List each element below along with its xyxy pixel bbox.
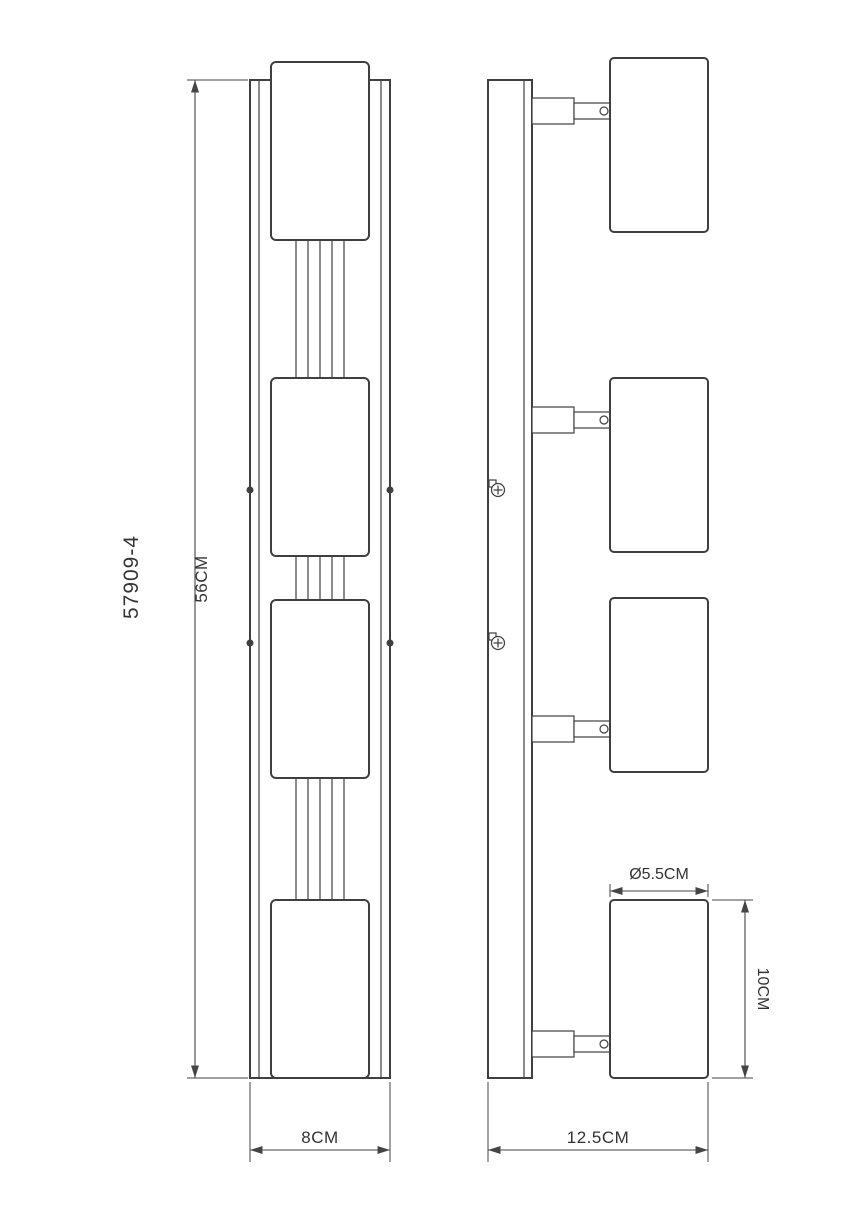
head-length-label: 10CM (754, 968, 771, 1011)
spot-head-side-3 (609, 597, 709, 773)
dimension-height: 56CM (187, 79, 248, 1079)
mounting-screw-icon (488, 479, 506, 498)
model-number-label: 57909-4 (120, 535, 143, 619)
dimension-head-diameter: Ø5.5CM (609, 866, 709, 897)
spot-head-front-3 (270, 599, 370, 779)
spot-arm-4 (531, 1030, 611, 1058)
width-dimension-label: 8CM (301, 1128, 338, 1147)
head-diameter-label: Ø5.5CM (629, 866, 689, 883)
depth-dimension-label: 12.5CM (567, 1128, 630, 1147)
spot-arm-1 (531, 97, 611, 125)
dimension-depth: 12.5CM (487, 1082, 709, 1162)
screw-icon (386, 639, 394, 647)
front-stem-lines (295, 238, 345, 902)
height-dimension-label: 56CM (192, 555, 211, 602)
spot-head-front-2 (270, 377, 370, 557)
side-view (487, 57, 709, 1079)
screw-icon (386, 486, 394, 494)
spot-head-side-2 (609, 377, 709, 553)
spot-arm-2 (531, 406, 611, 434)
screw-icon (246, 639, 254, 647)
dimension-width: 8CM (249, 1082, 391, 1162)
mounting-screw-icon (488, 632, 506, 651)
spot-head-side-4 (609, 899, 709, 1079)
spot-arm-3 (531, 715, 611, 743)
spot-head-front-1 (270, 61, 370, 241)
spot-head-side-1 (609, 57, 709, 233)
front-view (246, 61, 394, 1079)
spot-head-front-4 (270, 899, 370, 1079)
side-mount-plate (487, 79, 533, 1079)
dimension-head-length: 10CM (712, 899, 771, 1079)
screw-icon (246, 486, 254, 494)
